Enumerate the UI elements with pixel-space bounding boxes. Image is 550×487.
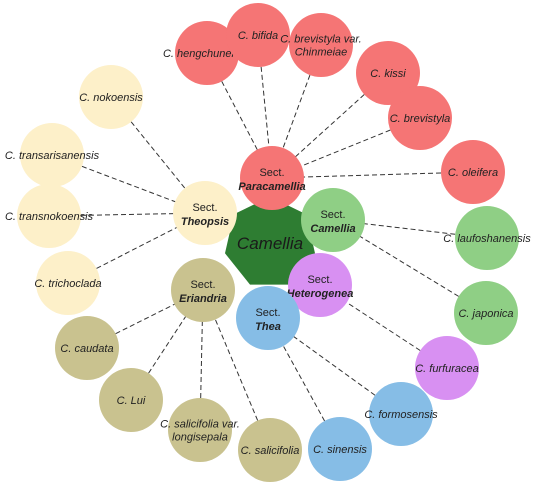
- section-name: Thea: [255, 321, 281, 333]
- species-node: C. trichoclada: [34, 251, 102, 315]
- species-circle: [356, 41, 420, 105]
- species-label: C. kissi: [370, 68, 406, 80]
- center-label: Camellia: [237, 234, 303, 253]
- section-name: Theopsis: [181, 216, 229, 228]
- section-node-heterogenea: Sect. Heterogenea: [287, 253, 354, 317]
- species-circle: [369, 382, 433, 446]
- species-label: C. brevistyla var.: [280, 34, 362, 46]
- species-circle: [17, 184, 81, 248]
- section-node-paracamellia: Sect. Paracamellia: [238, 146, 306, 210]
- connector-paracamellia: [271, 171, 474, 179]
- section-nodes: Sect.ParacamelliaSect.CamelliaSect.Heter…: [171, 146, 365, 350]
- species-node: C. kissi: [356, 41, 420, 105]
- species-label: C. formosensis: [364, 409, 438, 421]
- connector-camellia: [332, 219, 487, 314]
- center-node: Camellia: [225, 196, 315, 285]
- species-label: longisepala: [172, 432, 228, 444]
- section-circle: [288, 253, 352, 317]
- species-node: C. furfuracea: [415, 336, 479, 400]
- section-prefix: Sect.: [259, 167, 284, 179]
- species-circle: [455, 206, 519, 270]
- species-label: C. laufoshanensis: [443, 233, 531, 245]
- species-circle: [99, 368, 163, 432]
- species-node: C. salicifolia: [238, 418, 302, 482]
- species-label: C. nokoensis: [79, 92, 143, 104]
- section-name: Camellia: [310, 223, 355, 235]
- species-label: Chinmeiae: [295, 47, 348, 59]
- species-node: C. sinensis: [308, 417, 372, 481]
- section-name: Eriandria: [179, 293, 227, 305]
- species-node: C. oleifera: [441, 140, 505, 204]
- section-name: Paracamellia: [238, 181, 305, 193]
- species-node: C. japonica: [454, 281, 518, 345]
- species-node: C. laufoshanensis: [443, 206, 531, 270]
- species-node: C. brevistyla var.Chinmeiae: [280, 13, 362, 77]
- species-node: C. nokoensis: [79, 65, 143, 129]
- species-circle: [55, 316, 119, 380]
- species-circle: [36, 251, 100, 315]
- section-node-thea: Sect. Thea: [236, 286, 300, 350]
- section-node-camellia: Sect. Camellia: [301, 188, 365, 252]
- species-label: C. japonica: [458, 308, 513, 320]
- species-node: C. transarisanensis: [5, 123, 100, 187]
- species-circle: [20, 123, 84, 187]
- species-circle: [415, 336, 479, 400]
- species-circle: [388, 86, 452, 150]
- species-node: C. brevistyla: [388, 86, 452, 150]
- section-circle: [236, 286, 300, 350]
- species-circle: [79, 65, 143, 129]
- species-node: C. Lui: [99, 368, 163, 432]
- species-node: C. salicifolia var.longisepala: [160, 398, 240, 462]
- species-label: C. salicifolia var.: [160, 419, 240, 431]
- section-prefix: Sect.: [192, 202, 217, 214]
- species-circle: [308, 417, 372, 481]
- species-circle: [441, 140, 505, 204]
- section-prefix: Sect.: [255, 307, 280, 319]
- section-circle: [301, 188, 365, 252]
- connector-eriandria: [130, 289, 204, 401]
- species-circle: [289, 13, 353, 77]
- species-node: C. formosensis: [364, 382, 438, 446]
- section-circle: [171, 258, 235, 322]
- species-node: C. bifida: [226, 3, 290, 67]
- species-node: C. transnokoensis: [5, 184, 94, 248]
- species-label: C. Lui: [117, 395, 146, 407]
- section-node-theopsis: Sect. Theopsis: [173, 181, 237, 245]
- species-node: C. hengchunensis: [163, 21, 252, 85]
- species-label: C. sinensis: [313, 444, 367, 456]
- species-circle: [226, 3, 290, 67]
- species-circle: [175, 21, 239, 85]
- species-label: C. trichoclada: [34, 278, 101, 290]
- species-circle: [168, 398, 232, 462]
- section-circle: [173, 181, 237, 245]
- species-label: C. salicifolia: [241, 445, 300, 457]
- section-prefix: Sect.: [190, 279, 215, 291]
- section-prefix: Sect.: [320, 209, 345, 221]
- species-circle: [238, 418, 302, 482]
- species-label: C. transnokoensis: [5, 211, 94, 223]
- section-node-eriandria: Sect. Eriandria: [171, 258, 235, 322]
- section-prefix: Sect.: [307, 274, 332, 286]
- species-node: C. caudata: [55, 316, 119, 380]
- species-label: C. oleifera: [448, 167, 498, 179]
- center-heptagon: [225, 196, 315, 285]
- species-circle: [454, 281, 518, 345]
- species-label: C. caudata: [60, 343, 113, 355]
- section-name: Heterogenea: [287, 288, 354, 300]
- species-label: C. bifida: [238, 30, 278, 42]
- species-label: C. furfuracea: [415, 363, 479, 375]
- species-label: C. transarisanensis: [5, 150, 100, 162]
- section-circle: [240, 146, 304, 210]
- species-label: C. hengchunensis: [163, 48, 252, 60]
- species-label: C. brevistyla: [390, 113, 451, 125]
